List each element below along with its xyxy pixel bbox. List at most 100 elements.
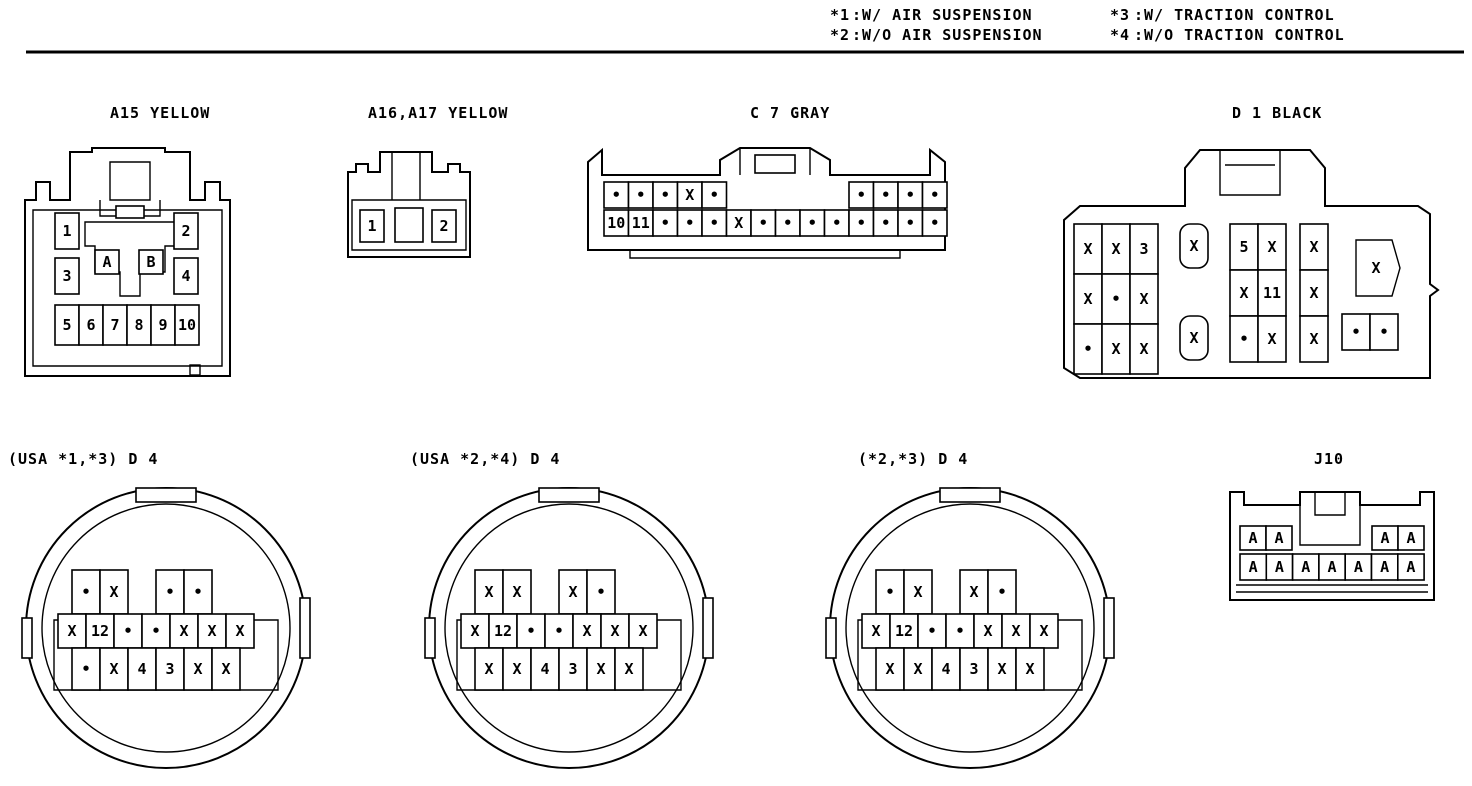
d4a-key-tab xyxy=(135,487,197,503)
c7-row2-pin-12-label: • xyxy=(881,214,890,232)
a15-pin-8-label: 8 xyxy=(134,316,143,334)
c7-row1-pin-11-label: • xyxy=(857,186,866,204)
d1-mid2-pin-3 xyxy=(1229,269,1259,317)
legend-text-1: :W/ AIR SUSPENSION xyxy=(852,6,1033,24)
d4b-bot-pin-5 xyxy=(586,647,616,691)
d4a-side-tab-left xyxy=(21,617,33,659)
a15-pin-3 xyxy=(54,257,80,295)
legend-text-3: :W/ TRACTION CONTROL xyxy=(1134,6,1335,24)
d4a-top-pin-1-label: • xyxy=(81,583,90,601)
j10-top-pin-1-label: A xyxy=(1248,529,1257,547)
c7-row2-pin-2 xyxy=(627,209,654,237)
d4b-top-pin-3 xyxy=(558,569,588,615)
d4b-mid-pin-7-label: X xyxy=(638,622,647,640)
c7-row-1: •••X••••• xyxy=(603,181,948,209)
a15-housing xyxy=(24,147,231,377)
a15-bottom-row: 5 6 7 8 9 10 xyxy=(54,304,200,346)
d4b-top-pin-3-label: X xyxy=(568,583,577,601)
legend: *1 :W/ AIR SUSPENSION *2 :W/O AIR SUSPEN… xyxy=(830,6,1345,44)
connector-d4b-title: (USA *2,*4) D 4 xyxy=(410,450,560,468)
d4b-bot-pin-6-label: X xyxy=(624,660,633,678)
d4c-bot-pin-1 xyxy=(875,647,905,691)
legend-key-4: *4 xyxy=(1110,26,1130,44)
d1-left-pin-1 xyxy=(1073,223,1103,275)
d4c-mid-pin-6-label: X xyxy=(1011,622,1020,640)
legend-text-2: :W/O AIR SUSPENSION xyxy=(852,26,1043,44)
d4b-bot-pin-6 xyxy=(614,647,644,691)
d1-mid1-pin-2-label: X xyxy=(1189,329,1198,347)
j10-top-pin-2-label: A xyxy=(1274,529,1283,547)
connector-d4c-title: (*2,*3) D 4 xyxy=(858,450,968,468)
c7-row2-pin-13-label: • xyxy=(906,214,915,232)
c7-row2-pin-10-label: • xyxy=(832,214,841,232)
c7-row2-pin-5 xyxy=(701,209,728,237)
d1-left-pin-7-label: • xyxy=(1083,340,1092,358)
c7-row1-pin-14-label: • xyxy=(930,186,939,204)
d1-mid3-pin-2-label: X xyxy=(1309,284,1318,302)
c7-row2-pin-3-label: • xyxy=(661,214,670,232)
a15-pin-5-label: 5 xyxy=(62,316,71,334)
d4a-bot-pin-3 xyxy=(127,647,157,691)
a15-pin-2 xyxy=(173,212,199,250)
d1-left-pin-6-label: X xyxy=(1139,290,1148,308)
d4a-top-pin-3-label: • xyxy=(165,583,174,601)
d4c-side-tab-left xyxy=(825,617,837,659)
a15-pin-1-label: 1 xyxy=(62,222,71,240)
a15-pin-10 xyxy=(174,304,200,346)
d4b-mid-pin-5-label: X xyxy=(582,622,591,640)
d4a-mid-pin-2 xyxy=(85,613,115,649)
d4a-top-pin-2 xyxy=(99,569,129,615)
c7-row1-pin-2-label: • xyxy=(636,186,645,204)
d4c-top-pin-2-label: X xyxy=(913,583,922,601)
j10-bot-pin-5 xyxy=(1344,553,1373,581)
c7-row2-pin-13 xyxy=(897,209,924,237)
a15-pin-6-label: 6 xyxy=(86,316,95,334)
c7-row1-pin-13 xyxy=(897,181,924,209)
a15-pin-5 xyxy=(54,304,80,346)
d4b-side-tab-left xyxy=(424,617,436,659)
d4c-mid-pin-2-label: 12 xyxy=(895,622,913,640)
a15-pin-1 xyxy=(54,212,80,250)
d4c-top-pin-1 xyxy=(875,569,905,615)
a16-lock-guides xyxy=(391,152,421,200)
a15-pin-2-label: 2 xyxy=(181,222,190,240)
d4b-top-pin-1 xyxy=(474,569,504,615)
c7-row2-pin-5-label: • xyxy=(710,214,719,232)
a15-pin-9 xyxy=(150,304,176,346)
d4a-bot-pin-4-label: 3 xyxy=(165,660,174,678)
c7-row2-pin-9-label: • xyxy=(808,214,817,232)
d1-mid1-pin-1 xyxy=(1179,223,1209,269)
d1-left-pin-4-label: X xyxy=(1083,290,1092,308)
j10-bot-pin-4-label: A xyxy=(1328,558,1337,576)
d4a-bot-pin-1-label: • xyxy=(81,660,90,678)
d1-pair-pin-2 xyxy=(1369,313,1399,351)
d1-pair-pin-1 xyxy=(1341,313,1371,351)
legend-text-4: :W/O TRACTION CONTROL xyxy=(1134,26,1345,44)
j10-bot-pin-3-label: A xyxy=(1301,558,1310,576)
d1-left-pin-5 xyxy=(1101,273,1131,325)
d4b-side-tab-right xyxy=(702,597,714,659)
a15-pin-4-label: 4 xyxy=(181,267,190,285)
d1-mid2-pin-2 xyxy=(1257,223,1287,271)
d1-mid2-pin-5 xyxy=(1229,315,1259,363)
d4c-top-pin-2 xyxy=(903,569,933,615)
d4a-side-tab-right xyxy=(299,597,311,659)
c7-row2-pin-2-label: 11 xyxy=(632,214,650,232)
a16-center-key xyxy=(394,207,424,243)
d4c-mid-pin-1-label: X xyxy=(871,622,880,640)
c7-row2-pin-6 xyxy=(725,209,752,237)
d4c-top-pin-4 xyxy=(987,569,1017,615)
a16-inner-frame xyxy=(351,199,467,251)
a15-pin-6 xyxy=(78,304,104,346)
c7-row1-pin-13-label: • xyxy=(906,186,915,204)
a16-pin-1-label: 1 xyxy=(367,217,376,235)
d4c-top-pin-1-label: • xyxy=(885,583,894,601)
j10-bot-pin-6-label: A xyxy=(1380,558,1389,576)
a15-lock xyxy=(109,161,151,201)
c7-row2-pin-10 xyxy=(823,209,850,237)
